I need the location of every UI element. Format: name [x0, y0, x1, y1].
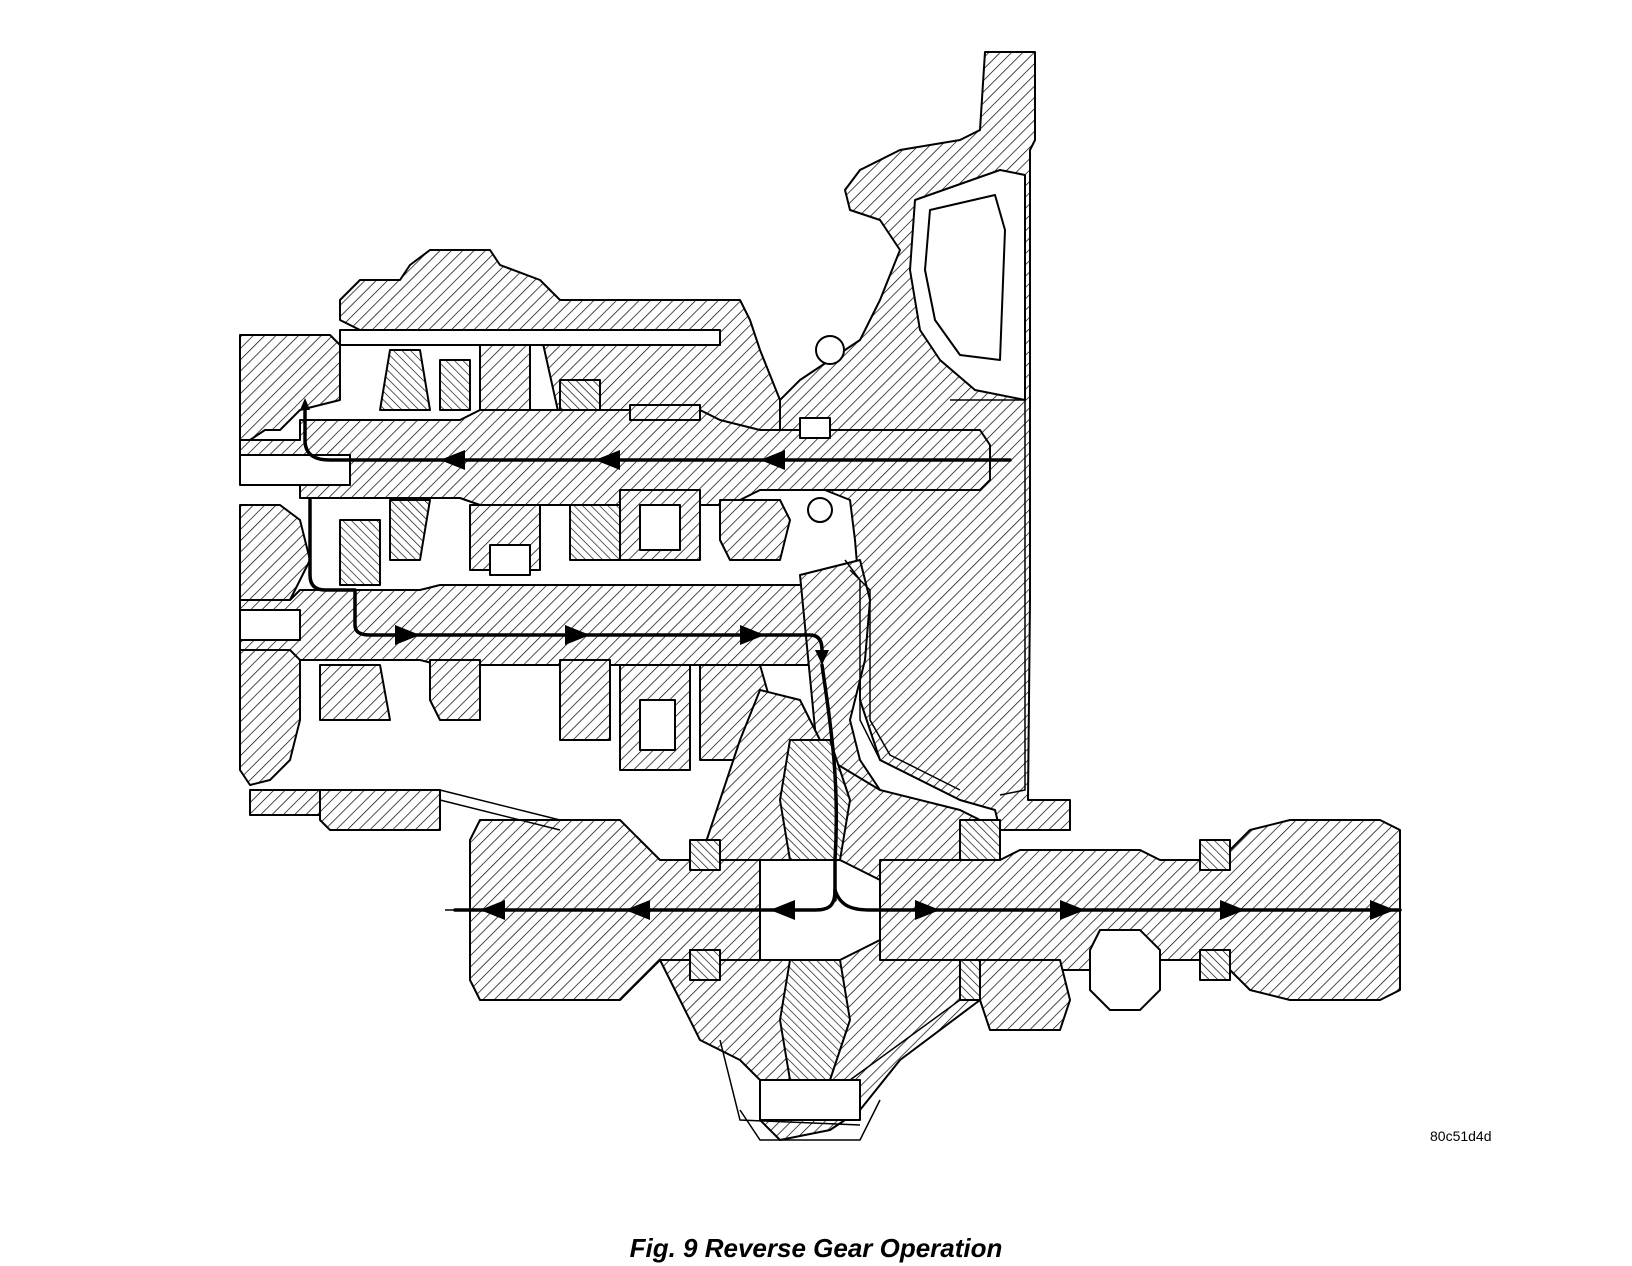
power-flow-differential	[445, 663, 1402, 920]
power-flow-input-shaft	[300, 398, 1012, 470]
figure-caption-text: Fig. 9 Reverse Gear Operation	[629, 1233, 1003, 1263]
output-shaft	[239, 519, 881, 801]
transaxle-cross-section-drawing	[239, 51, 1402, 1141]
figure-caption: Fig. 9 Reverse Gear Operation	[0, 1233, 1632, 1264]
differential	[659, 689, 1001, 1141]
case-outline-lines	[439, 559, 961, 1126]
drawing-id-label: 80c51d4d	[1430, 1128, 1492, 1144]
power-flow-output-shaft	[308, 498, 829, 665]
